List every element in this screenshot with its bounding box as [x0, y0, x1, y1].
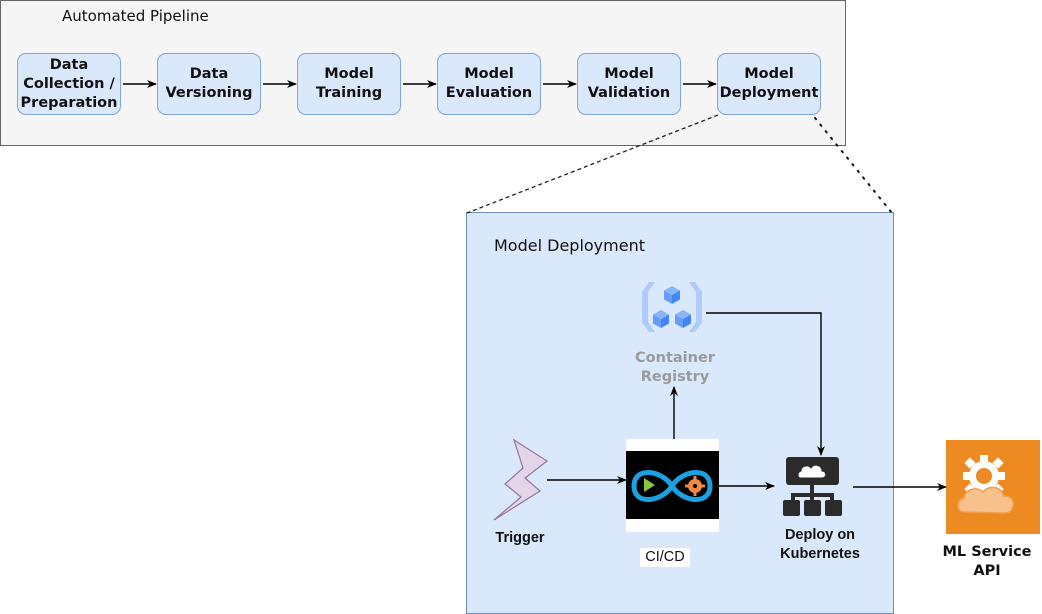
pipeline-title: Automated Pipeline	[62, 7, 209, 25]
deployment-title: Model Deployment	[494, 236, 645, 255]
lightning-icon	[493, 438, 549, 521]
automated-pipeline-container	[0, 0, 846, 146]
zoom-connector-dashed	[466, 114, 719, 214]
step-model-validation[interactable]: Model Validation	[577, 53, 681, 115]
container-registry-icon	[642, 282, 702, 332]
step-data-collection[interactable]: Data Collection / Preparation	[17, 53, 121, 115]
step-model-deployment[interactable]: Model Deployment	[717, 53, 821, 115]
ml-service-api-label: ML Service API	[942, 544, 1032, 579]
kubernetes-label: Deploy on Kubernetes	[780, 527, 860, 562]
gear-cloud-icon	[946, 440, 1040, 534]
step-model-evaluation[interactable]: Model Evaluation	[437, 53, 541, 115]
trigger-label: Trigger	[495, 530, 545, 546]
step-data-versioning[interactable]: Data Versioning	[157, 53, 261, 115]
step-model-training[interactable]: Model Training	[297, 53, 401, 115]
model-deployment-container	[466, 212, 894, 614]
container-registry-label: Container Registry	[635, 350, 715, 385]
arrow-registry-kubernetes	[706, 312, 825, 456]
zoom-connector-dotted	[814, 117, 893, 214]
cloud-hierarchy-icon	[783, 457, 842, 516]
cicd-label: CI/CD	[640, 548, 690, 567]
infinity-pipeline-icon	[626, 439, 719, 532]
